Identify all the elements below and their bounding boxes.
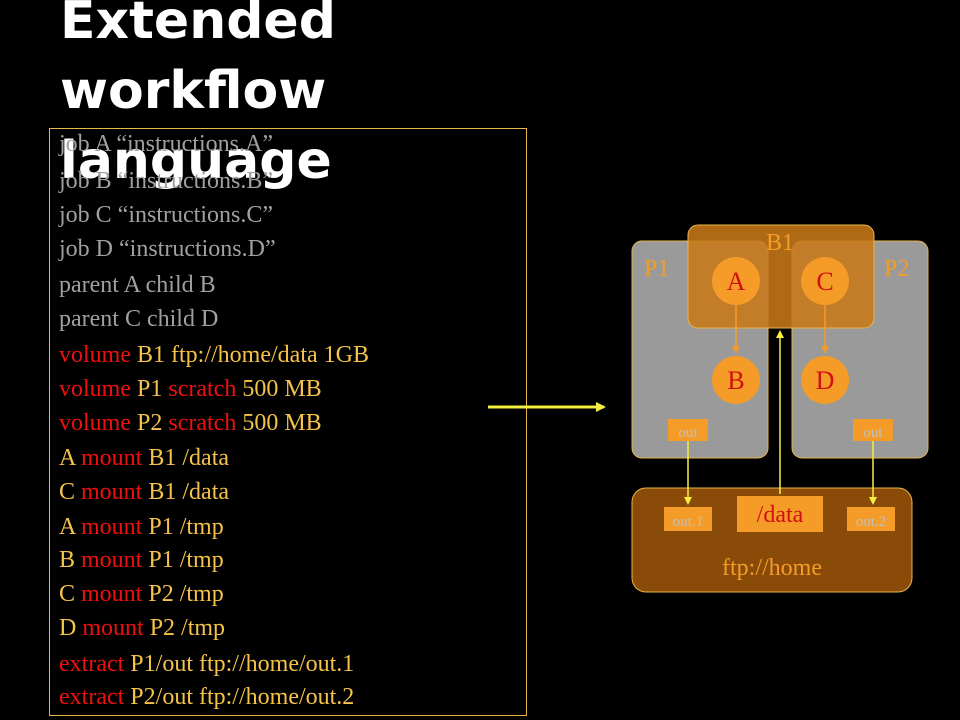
code-line: job A “instructions.A”: [59, 129, 273, 159]
code-token: parent C child D: [59, 306, 219, 332]
code-token: P2 /tmp: [148, 581, 224, 607]
code-line: volume B1 ftp://home/data 1GB: [59, 340, 369, 370]
code-token: job B “instructions.B”: [59, 168, 273, 194]
code-token: A: [59, 514, 82, 540]
home-out2-box: [847, 507, 895, 531]
home-label: ftp://home: [722, 555, 822, 581]
p2-label: P2: [884, 256, 909, 282]
code-token: P1: [137, 376, 169, 402]
code-line: A mount B1 /data: [59, 443, 229, 473]
code-token: B1 /data: [148, 445, 230, 471]
p2-out-label: out: [863, 425, 883, 441]
code-line: volume P1 scratch 500 MB: [59, 374, 322, 404]
code-token: D: [59, 615, 83, 641]
code-token: 500 MB: [242, 376, 322, 402]
job-a-node: [712, 257, 760, 305]
home-data-label: /data: [757, 502, 804, 528]
code-line: B mount P1 /tmp: [59, 545, 224, 575]
home-out2-label: out.2: [856, 514, 886, 530]
slide-title: Extended workflow language: [60, 0, 620, 196]
job-c-label: C: [816, 267, 833, 296]
code-token: job A “instructions.A”: [59, 131, 273, 157]
p1-out-label: out: [678, 425, 698, 441]
code-line: parent A child B: [59, 270, 216, 300]
p1-label: P1: [644, 256, 669, 282]
code-token: mount: [81, 514, 149, 540]
code-token: job C “instructions.C”: [59, 202, 273, 228]
code-line: A mount P1 /tmp: [59, 512, 224, 542]
code-token: mount: [81, 581, 149, 607]
code-token: parent A child B: [59, 272, 216, 298]
code-token: P2: [137, 410, 169, 436]
code-token: extract: [59, 684, 131, 710]
code-line: job D “instructions.D”: [59, 234, 276, 264]
code-token: mount: [81, 445, 149, 471]
code-line: C mount P2 /tmp: [59, 579, 224, 609]
code-token: 500 MB: [242, 410, 322, 436]
code-token: job D “instructions.D”: [59, 236, 276, 262]
title-line-1: Extended workflow: [60, 0, 336, 121]
code-line: D mount P2 /tmp: [59, 613, 225, 643]
job-d-label: D: [816, 366, 835, 395]
code-token: P2 /tmp: [149, 615, 226, 641]
p2-out-box: [853, 419, 893, 441]
job-a-label: A: [727, 267, 746, 296]
code-line: parent C child D: [59, 304, 218, 334]
code-token: P1/out ftp://home/out.1: [130, 651, 355, 677]
code-line: extract P2/out ftp://home/out.2: [59, 682, 354, 712]
code-token: C: [59, 479, 82, 505]
job-c-node: [801, 257, 849, 305]
code-token: mount: [82, 615, 150, 641]
b1-label: B1: [766, 230, 794, 256]
job-b-label: B: [727, 366, 744, 395]
home-out1-box: [664, 507, 712, 531]
home-out1-label: out.1: [673, 514, 703, 530]
code-token: volume: [59, 376, 137, 402]
code-token: P1 /tmp: [148, 547, 224, 573]
code-line: job B “instructions.B”: [59, 166, 273, 196]
code-line: volume P2 scratch 500 MB: [59, 408, 322, 438]
code-token: volume: [59, 410, 137, 436]
title-line-2: language: [60, 131, 332, 191]
workflow-code-box: job A “instructions.A” job B “instruction…: [49, 128, 527, 716]
code-token: B: [59, 547, 82, 573]
code-token: volume: [59, 342, 137, 368]
code-token: mount: [81, 547, 149, 573]
code-token: A: [59, 445, 82, 471]
code-line: job C “instructions.C”: [59, 200, 273, 230]
home-data-box: [737, 496, 823, 532]
code-token: scratch: [168, 376, 243, 402]
code-token: extract: [59, 651, 131, 677]
code-token: C: [59, 581, 82, 607]
job-b-node: [712, 356, 760, 404]
code-token: P1 /tmp: [148, 514, 224, 540]
code-token: P2/out ftp://home/out.2: [130, 684, 355, 710]
code-token: B1 /data: [148, 479, 230, 505]
code-token: mount: [81, 479, 149, 505]
p1-out-box: [668, 419, 708, 441]
code-line: extract P1/out ftp://home/out.1: [59, 649, 354, 679]
code-token: B1 ftp://home/data 1GB: [137, 342, 369, 368]
code-token: scratch: [168, 410, 243, 436]
job-d-node: [801, 356, 849, 404]
code-line: C mount B1 /data: [59, 477, 229, 507]
